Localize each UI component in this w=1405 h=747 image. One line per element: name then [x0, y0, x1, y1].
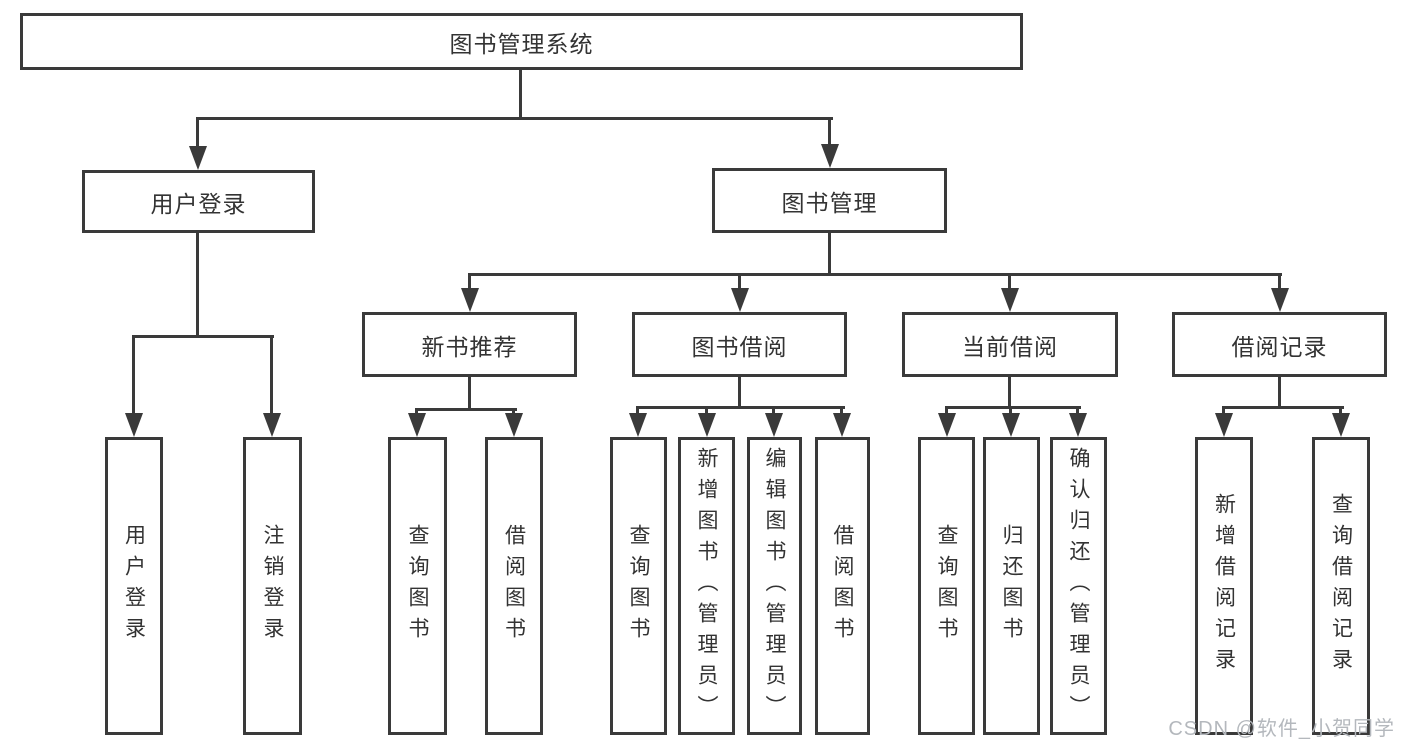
- connector-book-management-rail: [468, 273, 1282, 276]
- arrow-down-icon: [731, 288, 749, 312]
- leaf-logout: 注销登录: [243, 437, 302, 735]
- leaf-add-book-admin: 新增图书（管理员）: [678, 437, 735, 735]
- connector-drop: [1009, 406, 1012, 417]
- connector-current-borrow-stem: [1008, 377, 1011, 409]
- leaf-add-borrow-record: 新增借阅记录: [1195, 437, 1253, 735]
- connector-new-book-stem: [468, 377, 471, 411]
- node-new-book-recommend: 新书推荐: [362, 312, 577, 377]
- connector-user-login-rail: [132, 335, 274, 338]
- node-book-management: 图书管理: [712, 168, 947, 233]
- leaf-query-borrow-record: 查询借阅记录: [1312, 437, 1370, 735]
- arrow-down-icon: [1215, 413, 1233, 437]
- leaf-edit-book-admin: 编辑图书（管理员）: [747, 437, 802, 735]
- connector-drop: [705, 406, 708, 417]
- connector-drop-leaf-user-login: [132, 335, 135, 417]
- connector-borrow-records-stem: [1278, 377, 1281, 409]
- arrow-down-icon: [1271, 288, 1289, 312]
- leaf-borrow-book-recommend-label: 借阅图书: [502, 524, 526, 648]
- leaf-edit-book-admin-label: 编辑图书（管理员）: [763, 446, 786, 726]
- connector-drop-book-borrow: [738, 273, 741, 291]
- connector-new-book-rail: [415, 408, 517, 411]
- leaf-borrow-book-label: 借阅图书: [831, 524, 854, 648]
- arrow-down-icon: [1001, 288, 1019, 312]
- arrow-down-icon: [629, 413, 647, 437]
- connector-book-management-stem: [828, 233, 831, 276]
- arrow-down-icon: [125, 413, 143, 437]
- connector-user-login-stem: [196, 233, 199, 338]
- node-book-borrow: 图书借阅: [632, 312, 847, 377]
- arrow-down-icon: [698, 413, 716, 437]
- leaf-user-login: 用户登录: [105, 437, 163, 735]
- leaf-return-book: 归还图书: [983, 437, 1040, 735]
- connector-current-borrow-rail: [945, 406, 1081, 409]
- connector-drop: [512, 408, 515, 417]
- leaf-query-book-recommend-label: 查询图书: [406, 524, 429, 648]
- connector-drop-book-management: [828, 117, 831, 148]
- node-user-login: 用户登录: [82, 170, 315, 233]
- arrow-down-icon: [263, 413, 281, 437]
- connector-root-rail: [197, 117, 833, 120]
- arrow-down-icon: [833, 413, 851, 437]
- arrow-down-icon: [505, 413, 523, 437]
- connector-drop-user-login: [196, 117, 199, 150]
- arrow-down-icon: [938, 413, 956, 437]
- connector-drop: [1076, 406, 1079, 417]
- connector-drop: [1339, 406, 1342, 417]
- connector-drop-borrow-records: [1278, 273, 1281, 291]
- leaf-confirm-return-admin-label: 确认归还（管理员）: [1067, 446, 1090, 726]
- leaf-add-book-admin-label: 新增图书（管理员）: [695, 446, 718, 726]
- connector-drop: [415, 408, 418, 417]
- connector-book-borrow-stem: [738, 377, 741, 409]
- connector-drop: [636, 406, 639, 417]
- leaf-query-book-borrow-label: 查询图书: [627, 524, 650, 648]
- connector-drop: [945, 406, 948, 417]
- leaf-user-login-label: 用户登录: [122, 524, 146, 648]
- node-borrow-records: 借阅记录: [1172, 312, 1387, 377]
- leaf-borrow-book-recommend: 借阅图书: [485, 437, 543, 735]
- connector-borrow-records-rail: [1222, 406, 1344, 409]
- node-current-borrow: 当前借阅: [902, 312, 1118, 377]
- leaf-query-book-borrow: 查询图书: [610, 437, 667, 735]
- arrow-down-icon: [821, 144, 839, 168]
- leaf-logout-label: 注销登录: [261, 524, 284, 648]
- connector-root-stem: [519, 70, 522, 118]
- leaf-add-borrow-record-label: 新增借阅记录: [1212, 493, 1236, 679]
- arrow-down-icon: [1002, 413, 1020, 437]
- leaf-return-book-label: 归还图书: [1000, 524, 1023, 648]
- arrow-down-icon: [765, 413, 783, 437]
- leaf-borrow-book: 借阅图书: [815, 437, 870, 735]
- leaf-query-book-recommend: 查询图书: [388, 437, 447, 735]
- connector-book-borrow-rail: [636, 406, 845, 409]
- connector-drop: [1222, 406, 1225, 417]
- arrow-down-icon: [408, 413, 426, 437]
- connector-drop-leaf-logout: [270, 335, 273, 417]
- connector-drop-current-borrow: [1008, 273, 1011, 291]
- connector-drop-new-book-recommend: [468, 273, 471, 291]
- arrow-down-icon: [189, 146, 207, 170]
- connector-drop: [772, 406, 775, 417]
- leaf-query-borrow-record-label: 查询借阅记录: [1329, 493, 1353, 679]
- leaf-query-book-current: 查询图书: [918, 437, 975, 735]
- csdn-watermark: CSDN @软件_小贺同学: [1168, 718, 1395, 740]
- leaf-query-book-current-label: 查询图书: [935, 524, 958, 648]
- arrow-down-icon: [1332, 413, 1350, 437]
- leaf-confirm-return-admin: 确认归还（管理员）: [1050, 437, 1107, 735]
- arrow-down-icon: [1069, 413, 1087, 437]
- connector-drop: [840, 406, 843, 417]
- node-library-management-system: 图书管理系统: [20, 13, 1023, 70]
- arrow-down-icon: [461, 288, 479, 312]
